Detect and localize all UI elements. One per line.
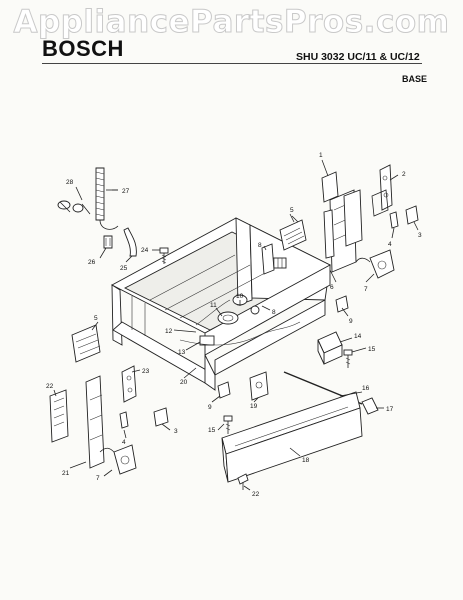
callout-24: 24 [141,247,149,254]
part-25-hose [123,227,137,257]
callout-22-left: 22 [46,383,54,390]
callout-5-left: 5 [94,315,98,322]
part-14-box [317,331,343,365]
leader-lines [53,159,419,491]
part-5-spring-left [71,324,101,363]
part-15-screw [343,349,353,368]
header-rule [42,63,422,64]
callout-4-lower: 4 [122,439,126,446]
part-22-screw-bottom [237,473,249,490]
part-1-side-bracket [321,171,363,273]
callout-1: 1 [319,152,323,159]
callout-12: 12 [165,328,173,335]
callout-10: 10 [236,293,244,300]
callout-2: 2 [402,171,406,178]
callout-7: 7 [364,286,368,293]
part-5-spring-top [279,215,307,251]
callout-8-lower: 8 [272,309,276,316]
callout-21: 21 [62,470,70,477]
part-23-bracket [121,365,137,403]
callout-25: 25 [120,265,128,272]
callout-23: 23 [142,368,150,375]
part-6-stop [323,209,335,259]
part-17-knob [361,397,379,415]
callout-16: 16 [362,385,370,392]
part-4-lower-spring [119,411,129,429]
part-28-clamp [57,200,91,215]
callout-19: 19 [250,403,258,410]
callout-6: 6 [330,284,334,291]
part-4-spring [389,211,399,229]
brand-logo-text: BOSCH [42,36,124,61]
callout-15: 15 [368,346,376,353]
part-8-bracket [261,243,275,275]
callout-9: 9 [349,318,353,325]
part-15-lower-screw [223,415,233,434]
callout-labels: 28 27 26 25 24 1 2 3 4 5 6 7 8 5 9 10 11… [46,152,422,498]
model-number: SHU 3032 UC/11 & UC/12 [296,51,420,63]
callout-9-lower: 9 [208,404,212,411]
part-18-kick-plate [221,391,363,483]
part-24-screw [159,247,169,264]
callout-28: 28 [66,179,74,186]
section-title: BASE [402,74,428,84]
callout-18: 18 [302,457,310,464]
callout-26: 26 [88,259,96,266]
callout-5-top: 5 [290,207,294,214]
part-22-left-pad [49,389,69,443]
callout-22-bottom: 22 [252,491,260,498]
callout-7-lower: 7 [96,475,100,482]
part-26-clip [103,235,113,249]
callout-13: 13 [178,349,186,356]
callout-4: 4 [388,241,392,248]
callout-3-lower: 3 [174,428,178,435]
callout-15-lower: 15 [208,427,216,434]
callout-11: 11 [210,302,217,309]
part-9-clip [335,295,349,313]
callout-27: 27 [122,188,130,195]
part-7-plate [355,249,395,279]
part-2-hinge [371,164,393,217]
part-7-lower-plate [99,444,137,475]
part-3-lower-block [153,407,169,427]
part-19-solenoid [249,371,269,401]
part-21-left-bracket [85,375,105,469]
callout-14: 14 [354,333,362,340]
callout-3: 3 [418,232,422,239]
part-9-lower-clip [217,381,231,399]
part-3-block [405,205,419,225]
callout-20: 20 [180,379,188,386]
callout-8: 8 [258,242,262,249]
base-tub [111,217,331,391]
watermark-text: AppliancePartsPros.com [13,4,450,41]
part-27-hose-spring [95,167,119,230]
callout-17: 17 [386,406,394,413]
